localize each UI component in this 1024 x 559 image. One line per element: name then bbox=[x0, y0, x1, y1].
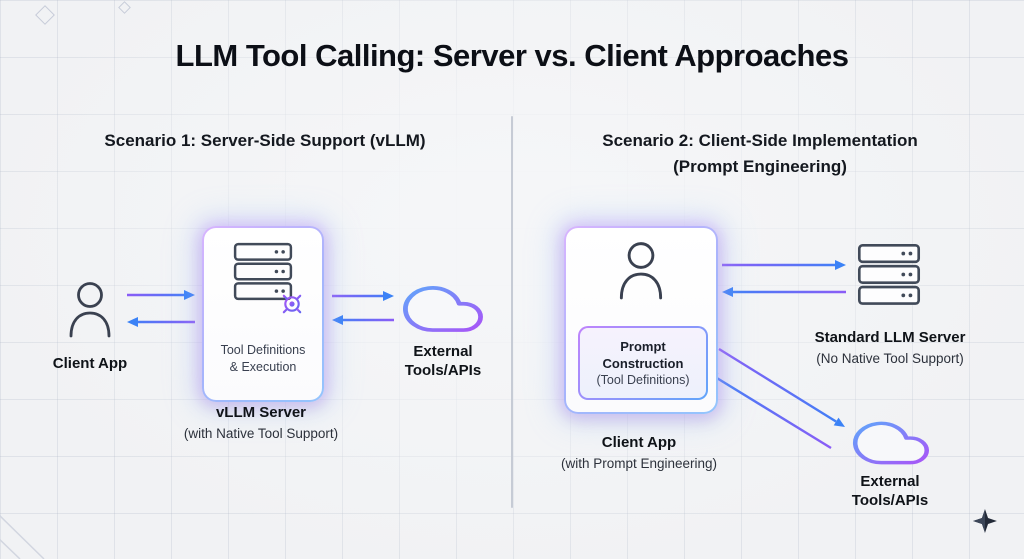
s1-server-subtitle: (with Native Tool Support) bbox=[183, 426, 339, 441]
s2-external-line2: Tools/APIs bbox=[851, 492, 929, 509]
scenario2-heading-line1: Scenario 2: Client-Side Implementation bbox=[602, 131, 918, 150]
decor-diamond-large bbox=[35, 5, 55, 25]
s1-client-label: Client App bbox=[52, 355, 128, 372]
s1-box-text-line1: Tool Definitions bbox=[220, 343, 306, 357]
gear-icon bbox=[279, 291, 305, 317]
arrow-s1-server-to-tools bbox=[332, 291, 394, 301]
page-title: LLM Tool Calling: Server vs. Client Appr… bbox=[175, 38, 849, 73]
arrow-s1-client-to-server bbox=[127, 290, 195, 300]
s2-client-subtitle: (with Prompt Engineering) bbox=[560, 456, 718, 471]
server-icon bbox=[857, 243, 921, 305]
person-icon bbox=[619, 242, 663, 300]
prompt-box-line2: (Tool Definitions) bbox=[596, 372, 690, 387]
sparkle-logo-icon bbox=[973, 509, 997, 533]
decor-diamond-small bbox=[118, 1, 131, 14]
s1-box-text-line2: & Execution bbox=[229, 360, 297, 374]
s1-external-line1: External bbox=[413, 343, 473, 360]
prompt-construction-box: Prompt Construction (Tool Definitions) bbox=[578, 326, 708, 400]
s2-llm-server-caption: Standard LLM Server (No Native Tool Supp… bbox=[775, 328, 1005, 368]
s2-external-label: External Tools/APIs bbox=[840, 472, 940, 510]
scenario2-heading: Scenario 2: Client-Side Implementation (… bbox=[530, 128, 990, 180]
cloud-icon bbox=[403, 286, 483, 332]
s1-external-line2: Tools/APIs bbox=[404, 362, 482, 379]
arrow-s2-client-to-llm bbox=[722, 260, 846, 270]
s2-external-line1: External bbox=[860, 473, 920, 490]
s1-server-title: vLLM Server bbox=[215, 404, 307, 421]
prompt-box-line1: Prompt Construction bbox=[602, 338, 684, 371]
s1-box-text: Tool Definitions & Execution bbox=[204, 342, 322, 376]
server-icon bbox=[233, 242, 293, 301]
s2-client-caption: Client App (with Prompt Engineering) bbox=[529, 433, 749, 473]
scenario-divider bbox=[511, 116, 513, 508]
s2-client-title: Client App bbox=[601, 434, 677, 451]
s1-external-label: External Tools/APIs bbox=[392, 342, 494, 380]
scenario2-heading-line2: (Prompt Engineering) bbox=[673, 157, 847, 176]
person-icon bbox=[69, 282, 111, 338]
cloud-icon bbox=[852, 421, 929, 465]
vllm-server-box: Tool Definitions & Execution bbox=[202, 226, 324, 402]
s1-server-caption: vLLM Server (with Native Tool Support) bbox=[151, 403, 371, 443]
arrow-s1-server-to-client bbox=[127, 317, 195, 327]
scenario1-heading: Scenario 1: Server-Side Support (vLLM) bbox=[104, 131, 426, 150]
gear-hub bbox=[289, 301, 295, 307]
arrow-s2-llm-to-client bbox=[722, 287, 846, 297]
client-app-box: Prompt Construction (Tool Definitions) bbox=[564, 226, 718, 414]
arrow-s1-tools-to-server bbox=[332, 315, 394, 325]
s2-llm-server-subtitle: (No Native Tool Support) bbox=[816, 351, 964, 366]
decor-corner-lines bbox=[0, 514, 45, 559]
s2-llm-server-title: Standard LLM Server bbox=[814, 329, 966, 346]
